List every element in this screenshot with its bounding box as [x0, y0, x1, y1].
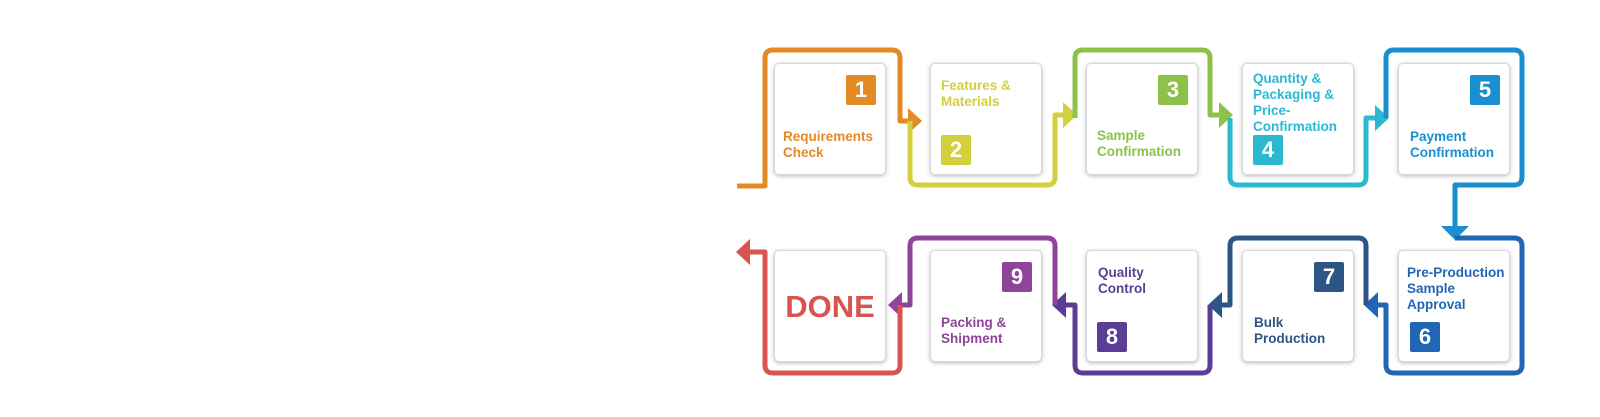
step-card-2: Features & Materials 2: [930, 63, 1042, 175]
step-card-6: Pre-Production Sample Approval 6: [1398, 250, 1510, 362]
arrow-head-step-2: [1063, 102, 1077, 128]
done-card: DONE: [774, 250, 886, 362]
connector-done: [750, 249, 903, 376]
arrow-head-step-4: [1375, 105, 1389, 131]
arrow-head-step-6: [1364, 292, 1378, 318]
step-label-2: Features & Materials: [941, 78, 1011, 109]
step-number-4: 4: [1253, 135, 1283, 165]
step-label-7: Bulk Production: [1254, 315, 1326, 346]
step-number-6: 6: [1410, 322, 1440, 352]
done-label: DONE: [785, 289, 875, 324]
step-label-9: Packing & Shipment: [941, 315, 1007, 346]
step-card-1: 1 Requirements Check: [774, 63, 886, 175]
step-number-1: 1: [846, 75, 876, 105]
step-card-8: Quality Control 8: [1086, 250, 1198, 362]
step-card-4: Quantity & Packaging & Price- Confirmati…: [1242, 63, 1354, 175]
connector-step-5: [1383, 47, 1525, 226]
step-label-8: Quality Control: [1098, 265, 1146, 296]
step-label-4: Quantity & Packaging & Price- Confirmati…: [1253, 71, 1337, 134]
connector-step-4: [1227, 115, 1375, 188]
connector-step-3: [1072, 47, 1219, 118]
step-card-5: 5 Payment Confirmation: [1398, 63, 1510, 175]
step-label-6: Pre-Production Sample Approval: [1407, 265, 1505, 312]
connector-step-7: [1222, 235, 1369, 308]
step-card-3: 3 Sample Confirmation: [1086, 63, 1198, 175]
step-label-1: Requirements Check: [783, 129, 874, 160]
arrow-head-step-8: [1052, 292, 1066, 318]
step-number-2: 2: [941, 135, 971, 165]
step-number-9: 9: [1002, 262, 1032, 292]
step-number-7: 7: [1314, 262, 1344, 292]
connector-step-1: [737, 47, 908, 189]
arrow-head-step-7: [1208, 292, 1222, 318]
connector-step-2: [907, 112, 1063, 188]
arrow-head-step-3: [1219, 102, 1233, 128]
step-number-3: 3: [1158, 75, 1188, 105]
connector-step-9: [902, 235, 1058, 308]
step-label-3: Sample Confirmation: [1097, 128, 1181, 159]
connector-step-6: [1378, 235, 1525, 376]
step-number-5: 5: [1470, 75, 1500, 105]
arrow-head-done: [736, 239, 750, 265]
connector-step-8: [1066, 302, 1213, 376]
step-card-7: 7 Bulk Production: [1242, 250, 1354, 362]
step-label-5: Payment Confirmation: [1410, 129, 1494, 160]
arrow-head-step-5: [1441, 226, 1469, 240]
step-number-8: 8: [1097, 322, 1127, 352]
step-card-9: 9 Packing & Shipment: [930, 250, 1042, 362]
